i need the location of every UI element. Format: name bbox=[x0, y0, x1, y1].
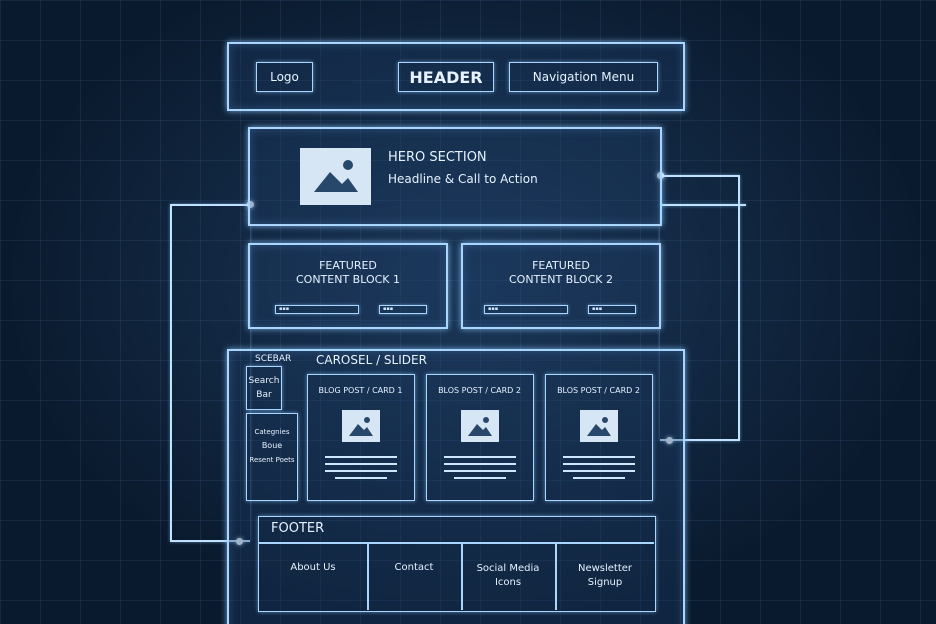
blog-card-2-title: BLOS POST / CARD 2 bbox=[438, 386, 521, 395]
connector-right bbox=[660, 175, 740, 441]
main-container: SCEBAR Search Bar Categnies Boue Resent … bbox=[227, 349, 685, 624]
logo-box[interactable]: Logo bbox=[256, 62, 313, 92]
footer-about-us[interactable]: About Us bbox=[259, 562, 367, 573]
text-line bbox=[573, 477, 625, 479]
sidebar-categories[interactable]: Categnies Boue Resent Poets bbox=[246, 413, 298, 501]
footer-divider bbox=[259, 542, 654, 544]
image-placeholder-icon bbox=[580, 410, 618, 442]
featured-1-bar-left: ▪▪▪ bbox=[275, 305, 359, 314]
footer-social-line2: Icons bbox=[494, 577, 522, 588]
text-line bbox=[563, 470, 635, 472]
header-title-box: HEADER bbox=[398, 62, 494, 92]
navigation-menu-label: Navigation Menu bbox=[532, 70, 635, 84]
featured-2-bar-right: ▪▪▪ bbox=[588, 305, 636, 314]
text-line bbox=[454, 477, 506, 479]
blog-card-1[interactable]: BLOG POST / CARD 1 bbox=[307, 374, 415, 501]
logo-label: Logo bbox=[270, 70, 299, 84]
featured-1-bar-right: ▪▪▪ bbox=[379, 305, 427, 314]
footer-newsletter-signup[interactable]: Newsletter Signup bbox=[555, 562, 655, 590]
search-line1: Search bbox=[248, 376, 280, 386]
search-line2: Bar bbox=[256, 390, 272, 400]
footer-newsletter-line1: Newsletter bbox=[577, 563, 633, 574]
text-line bbox=[325, 470, 397, 472]
hero-section: HERO SECTION Headline & Call to Action bbox=[248, 127, 662, 226]
sidebar-label: SCEBAR bbox=[255, 354, 292, 364]
text-line bbox=[335, 477, 387, 479]
footer-section: FOOTER About Us Contact Social Media Ico… bbox=[258, 516, 656, 612]
connector-dot bbox=[666, 437, 673, 444]
carousel-title: CAROSEL / SLIDER bbox=[316, 353, 427, 367]
featured-content-block-2[interactable]: FEATURED CONTENT BLOCK 2 ▪▪▪ ▪▪▪ bbox=[461, 243, 661, 329]
header-section: Logo HEADER Navigation Menu bbox=[227, 42, 685, 111]
categories-line3: Resent Poets bbox=[249, 456, 295, 464]
footer-social-line1: Social Media bbox=[476, 563, 540, 574]
featured-content-block-1[interactable]: FEATURED CONTENT BLOCK 1 ▪▪▪ ▪▪▪ bbox=[248, 243, 448, 329]
footer-social-media-icons[interactable]: Social Media Icons bbox=[461, 562, 555, 590]
connector-dot bbox=[236, 538, 243, 545]
image-placeholder-icon bbox=[342, 410, 380, 442]
text-line bbox=[563, 463, 635, 465]
featured-2-line2: CONTENT BLOCK 2 bbox=[508, 273, 613, 286]
featured-1-line2: CONTENT BLOCK 1 bbox=[295, 273, 400, 286]
header-title: HEADER bbox=[409, 67, 483, 87]
text-line bbox=[444, 456, 516, 458]
blog-card-3[interactable]: BLOS POST / CARD 2 bbox=[545, 374, 653, 501]
featured-2-bar-left: ▪▪▪ bbox=[484, 305, 568, 314]
hero-subtitle[interactable]: Headline & Call to Action bbox=[388, 172, 538, 186]
connector-left bbox=[170, 204, 250, 542]
blog-card-3-title: BLOS POST / CARD 2 bbox=[557, 386, 640, 395]
categories-line2: Boue bbox=[261, 441, 283, 450]
featured-1-line1: FEATURED bbox=[319, 259, 377, 272]
text-line bbox=[444, 463, 516, 465]
connector-dot bbox=[247, 201, 254, 208]
text-line bbox=[444, 470, 516, 472]
footer-col-divider bbox=[555, 542, 557, 610]
featured-2-line1: FEATURED bbox=[532, 259, 590, 272]
footer-about-us-label: About Us bbox=[290, 562, 336, 573]
blog-card-2[interactable]: BLOS POST / CARD 2 bbox=[426, 374, 534, 501]
image-placeholder-icon bbox=[300, 148, 371, 205]
blog-card-1-title: BLOG POST / CARD 1 bbox=[318, 386, 403, 395]
text-line bbox=[325, 456, 397, 458]
text-line bbox=[325, 463, 397, 465]
sidebar-search-bar[interactable]: Search Bar bbox=[246, 366, 282, 410]
footer-col-divider bbox=[367, 542, 369, 610]
navigation-menu-box[interactable]: Navigation Menu bbox=[509, 62, 658, 92]
hero-title: HERO SECTION bbox=[388, 150, 487, 165]
footer-col-divider bbox=[461, 542, 463, 610]
footer-newsletter-line2: Signup bbox=[587, 577, 623, 588]
footer-title: FOOTER bbox=[271, 521, 325, 536]
image-placeholder-icon bbox=[461, 410, 499, 442]
footer-contact[interactable]: Contact bbox=[367, 562, 461, 573]
text-line bbox=[563, 456, 635, 458]
footer-contact-label: Contact bbox=[394, 562, 434, 573]
connector-right-branch bbox=[660, 204, 746, 206]
categories-line1: Categnies bbox=[254, 428, 290, 436]
